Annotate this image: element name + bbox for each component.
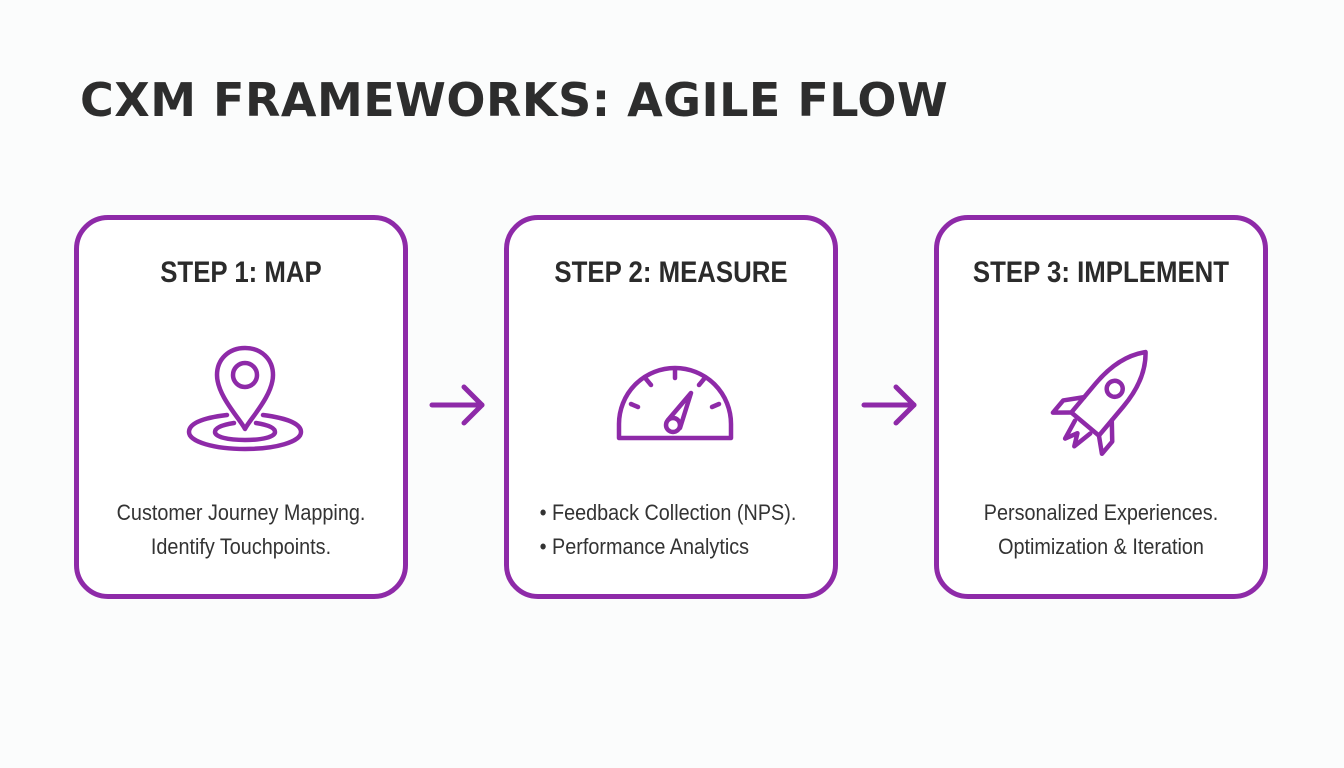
description-line: Optimization & Iteration [998,534,1204,559]
description-bullet: • Feedback Collection (NPS). [539,500,797,525]
step-title: STEP 3: IMPLEMENT [972,256,1230,289]
description-line: Identify Touchpoints. [150,534,332,559]
map-pin-icon [181,332,311,462]
step-card-map: STEP 1: MAP Customer Journey Mapping. Id… [74,215,408,599]
step-description: • Feedback Collection (NPS). • Performan… [509,496,833,564]
step-title: STEP 1: MAP [160,256,322,289]
page-title: CXM FRAMEWORKS: AGILE FLOW [80,73,949,127]
description-bullet: • Performance Analytics [539,534,750,559]
step-card-implement: STEP 3: IMPLEMENT Personalized Experienc… [934,215,1268,599]
step-description: Customer Journey Mapping. Identify Touch… [79,496,403,564]
description-line: Customer Journey Mapping. [116,500,366,525]
gauge-icon [611,332,741,462]
step-description: Personalized Experiences. Optimization &… [939,496,1263,564]
rocket-icon [1041,332,1171,462]
step-title: STEP 2: MEASURE [554,256,788,289]
description-line: Personalized Experiences. [983,500,1219,525]
arrow-right-icon [428,378,490,430]
arrow-right-icon [860,378,922,430]
step-card-measure: STEP 2: MEASURE • Feedback Collection (N… [504,215,838,599]
